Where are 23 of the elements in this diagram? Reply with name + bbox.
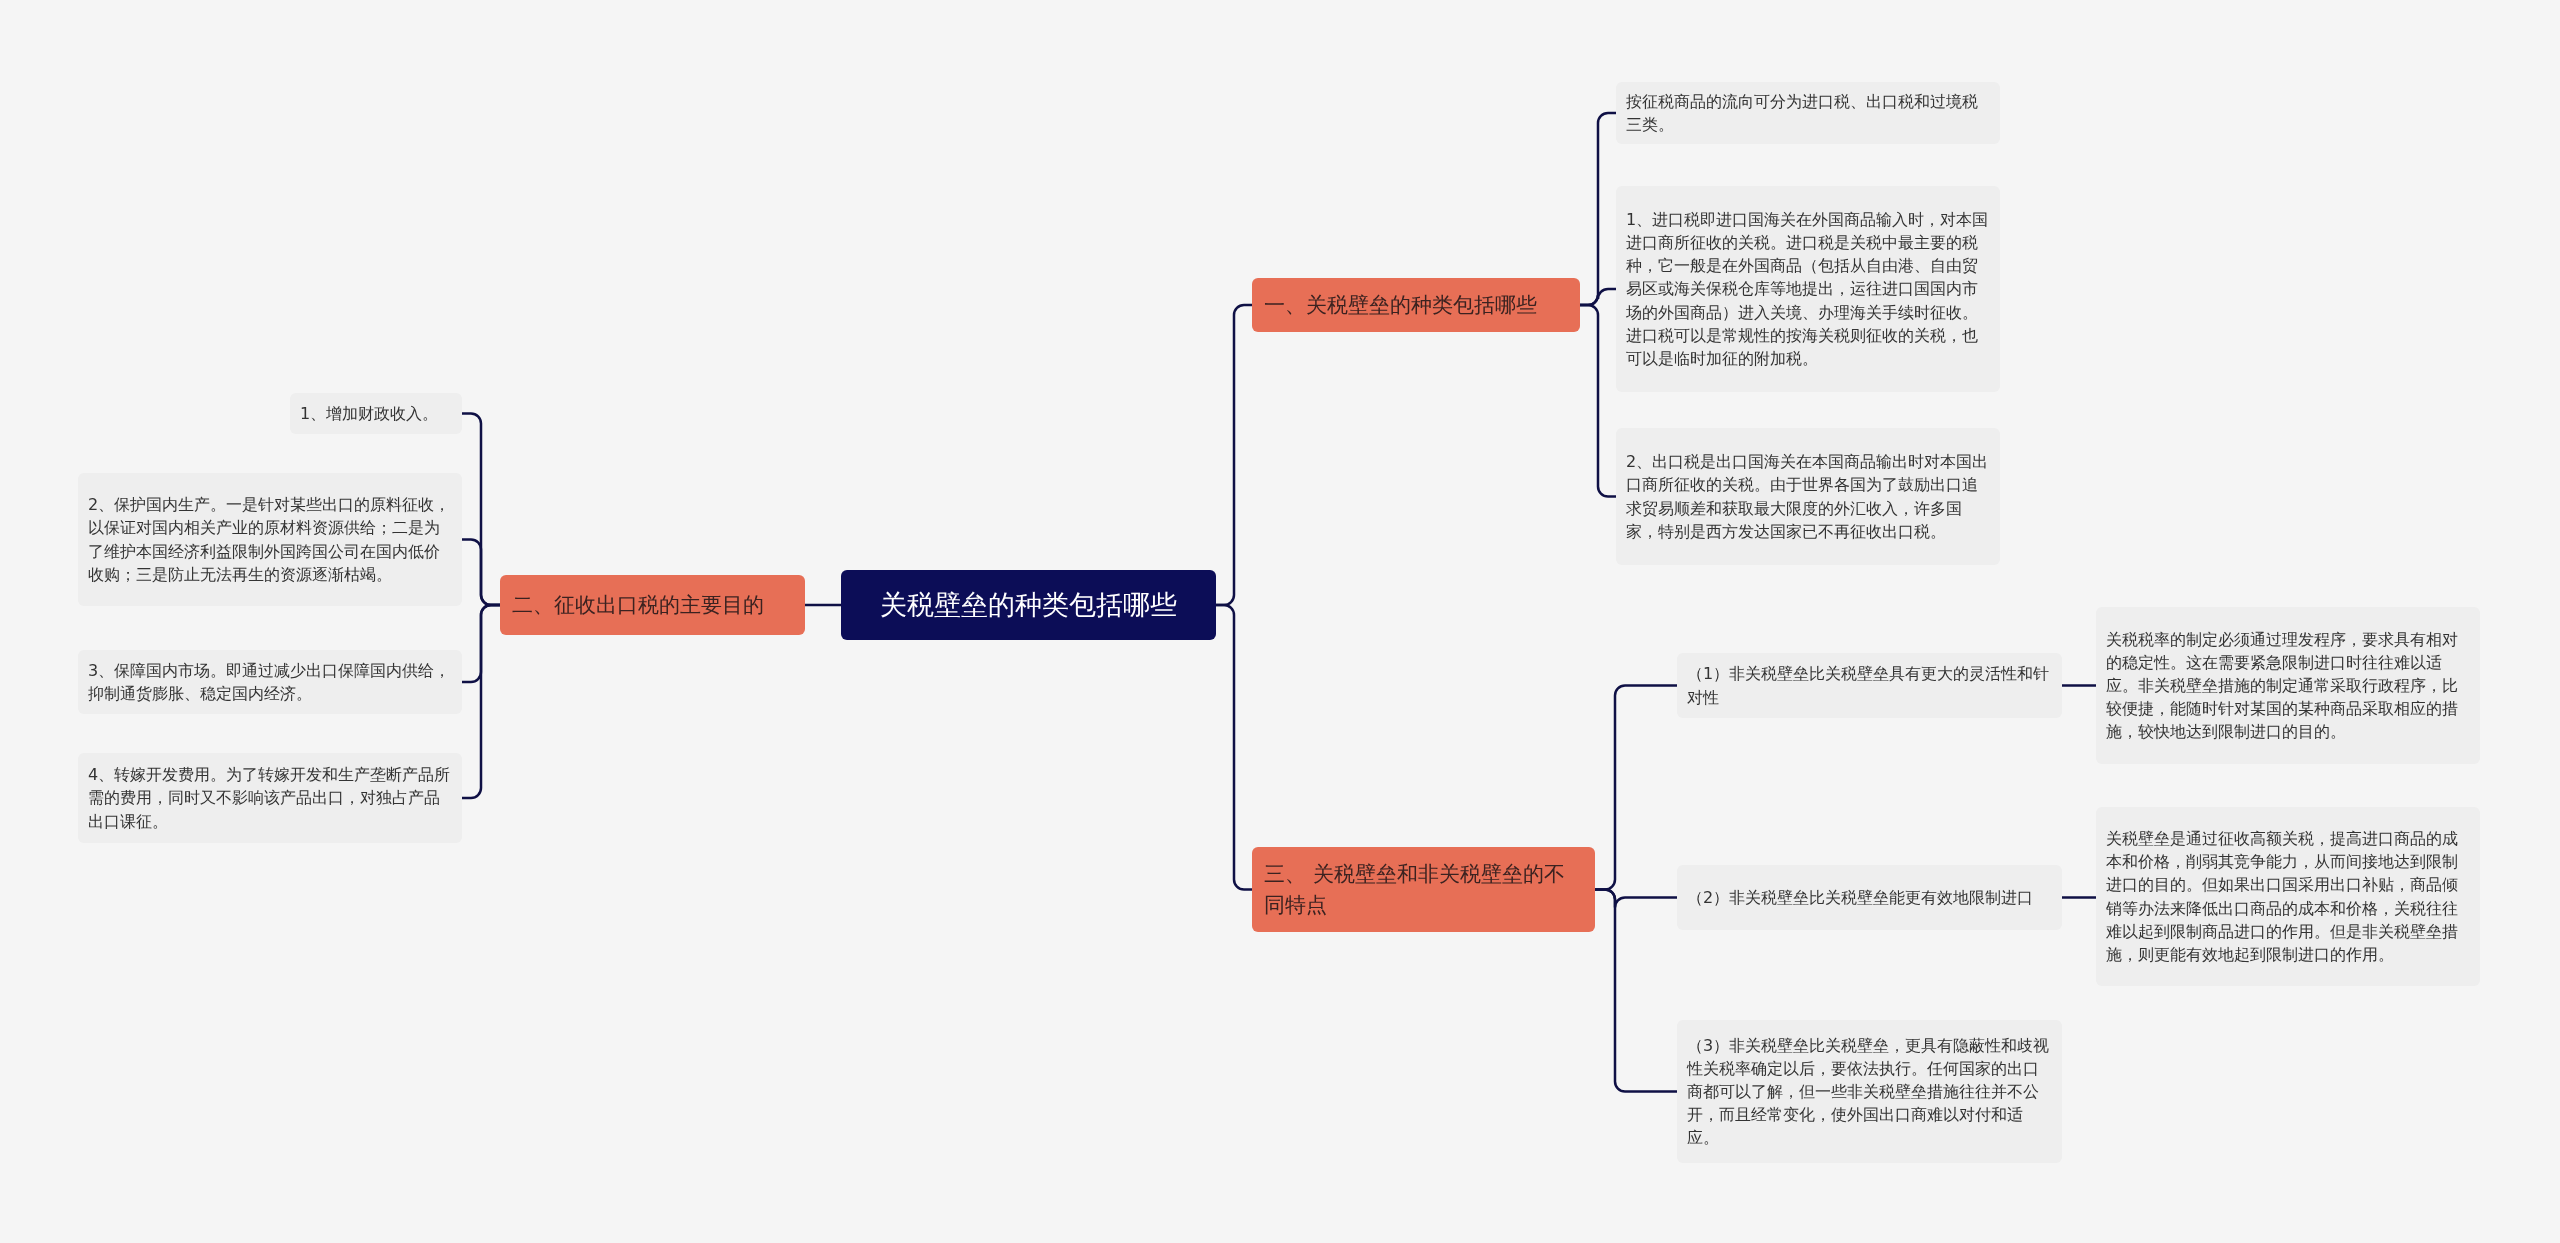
- connector-line: [1595, 888, 1677, 1093]
- central-topic: 关税壁垒的种类包括哪些: [841, 570, 1216, 640]
- branch-topic: 三、 关税壁垒和非关税壁垒的不同特点: [1252, 847, 1595, 932]
- branch-topic: 二、征收出口税的主要目的: [500, 575, 805, 635]
- connector-line: [2062, 684, 2096, 687]
- note-card: 1、进口税即进口国海关在外国商品输入时，对本国进口商所征收的关税。进口税是关税中最主要的税种，它一般是在外国商品（包括从自由港、自由贸易区或海关保税仓库等地提出，运往进口国国内市场的外国商品）进入关境、办理海关手续时征收。进口税可以是常规性的按海关税则征收的关税，也可以是临时加征的附加税。: [1616, 186, 2000, 392]
- note-card: 4、转嫁开发费用。为了转嫁开发和生产垄断产品所需的费用，同时又不影响该产品出口，对独占产品出口课征。: [78, 753, 462, 843]
- connector-line: [805, 603, 841, 607]
- note-card: 2、保护国内生产。一是针对某些出口的原料征收，以保证对国内相关产业的原材料资源供给；二是为了维护本国经济利益限制外国跨国公司在国内低价收购；三是防止无法再生的资源逐渐枯竭。: [78, 473, 462, 606]
- note-card: 1、增加财政收入。: [290, 393, 462, 434]
- note-card: （2）非关税壁垒比关税壁垒能更有效地限制进口: [1677, 865, 2062, 930]
- note-card: 关税税率的制定必须通过理发程序，要求具有相对的稳定性。这在需要紧急限制进口时往往难以适应。非关税壁垒措施的制定通常采取行政程序，比较便捷，能随时针对某国的某种商品采取相应的措施，较快地达到限制进口的目的。: [2096, 607, 2480, 764]
- connector-line: [1580, 303, 1616, 498]
- connector-line: [462, 603, 500, 800]
- note-card: 按征税商品的流向可分为进口税、出口税和过境税三类。: [1616, 82, 2000, 145]
- connector-line: [2062, 896, 2096, 899]
- note-card: 3、保障国内市场。即通过减少出口保障国内供给，抑制通货膨胀、稳定国内经济。: [78, 650, 462, 714]
- connector-line: [1216, 603, 1252, 891]
- branch-topic: 一、关税壁垒的种类包括哪些: [1252, 278, 1580, 332]
- note-card: （3）非关税壁垒比关税壁垒，更具有隐蔽性和歧视性关税率确定以后，要依法执行。任何国家的出口商都可以了解，但一些非关税壁垒措施往往并不公开，而且经常变化，使外国出口商难以对付和适应。: [1677, 1020, 2062, 1163]
- note-card: 关税壁垒是通过征收高额关税，提高进口商品的成本和价格，削弱其竞争能力，从而间接地达到限制进口的目的。但如果出口国采用出口补贴，商品倾销等办法来降低出口商品的成本和价格，关税往往难以起到限制商品进口的作用。但是非关税壁垒措施，则更能有效地起到限制进口的作用。: [2096, 807, 2480, 986]
- note-card: （1）非关税壁垒比关税壁垒具有更大的灵活性和针对性: [1677, 653, 2062, 718]
- note-card: 2、出口税是出口国海关在本国商品输出时对本国出口商所征收的关税。由于世界各国为了鼓励出口追求贸易顺差和获取最大限度的外汇收入，许多国家，特别是西方发达国家已不再征收出口税。: [1616, 428, 2000, 565]
